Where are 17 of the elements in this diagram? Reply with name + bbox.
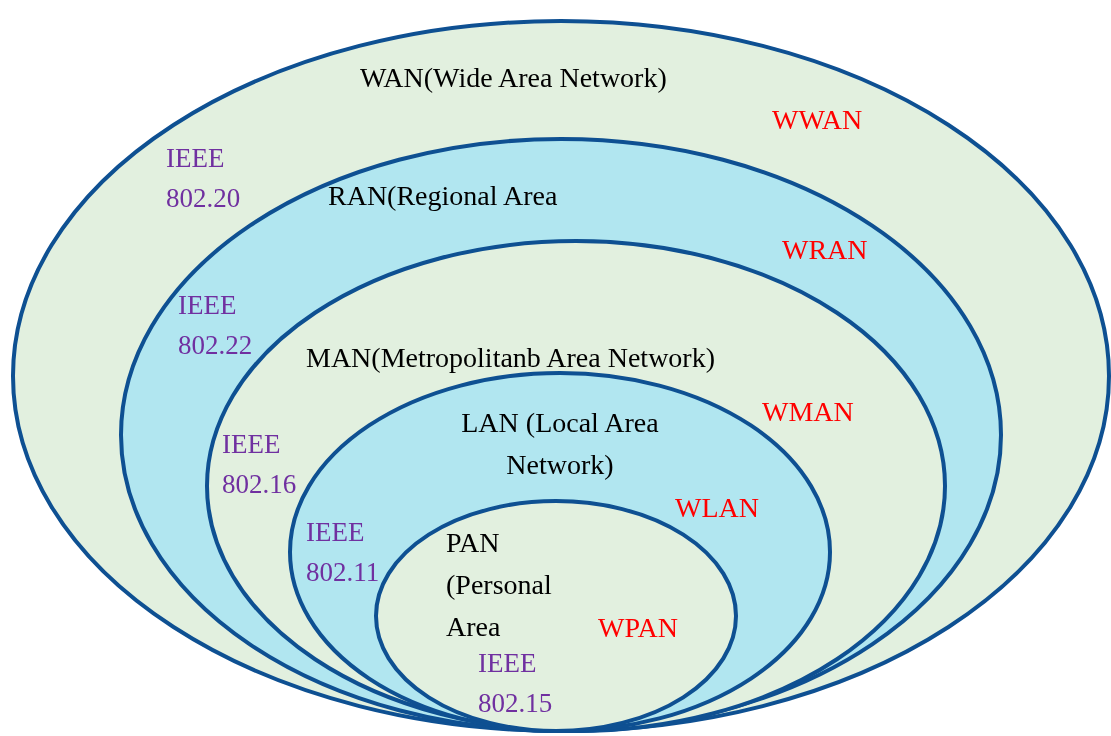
standard-label: IEEE 802.15 [478,647,554,720]
wireless-label: WWAN [772,103,863,137]
wireless-label: WPAN [598,611,678,645]
scope-title: RAN(Regional Area [328,179,558,213]
scope-title: LAN (Local Area Network) [460,406,660,482]
network-scope-ellipse [119,137,1003,733]
wireless-label: WRAN [782,233,868,267]
standard-label: IEEE 802.20 [166,142,242,215]
network-scope-ellipse [11,19,1111,733]
standard-label: IEEE 802.22 [178,289,254,362]
wireless-label: WMAN [762,395,854,429]
standard-label: IEEE 802.11 [306,516,381,589]
scope-title: WAN(Wide Area Network) [360,61,667,95]
scope-title: MAN(Metropolitanb Area Network) [306,341,715,375]
scope-title: PAN (Personal Area [446,526,553,644]
standard-label: IEEE 802.16 [222,428,298,501]
wireless-label: WLAN [675,491,759,525]
